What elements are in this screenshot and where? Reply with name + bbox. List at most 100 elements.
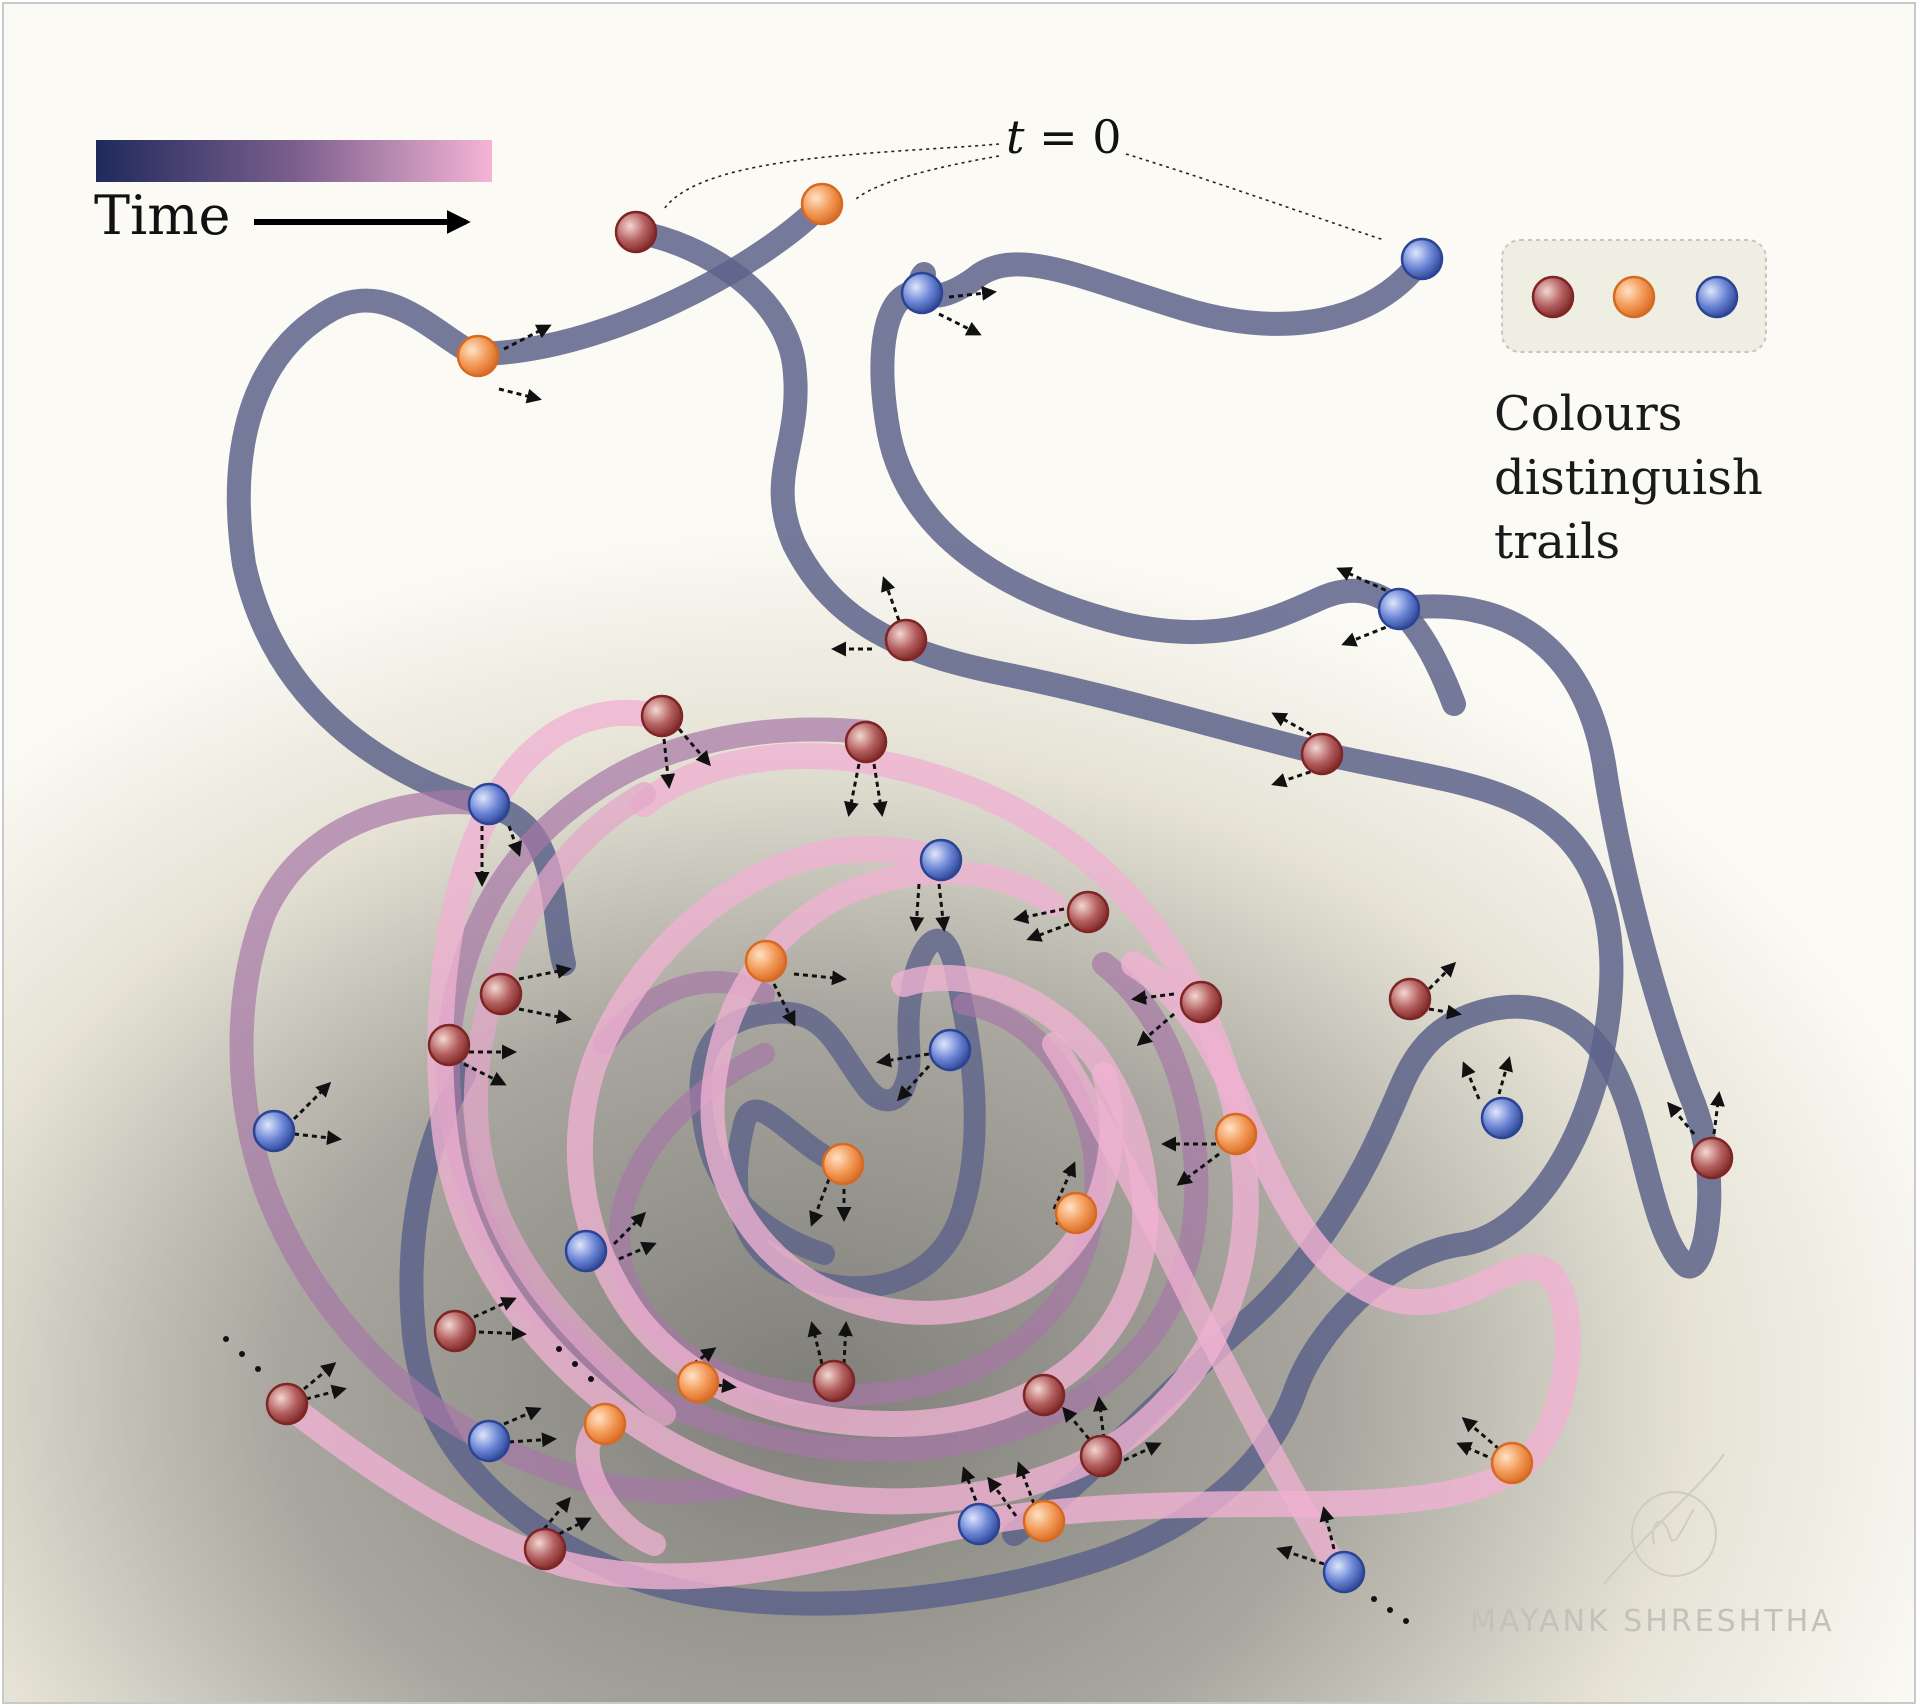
velocity-arrow: [896, 1064, 931, 1102]
t0-value: 0: [1092, 110, 1122, 164]
particle-dot: [1490, 1441, 1534, 1485]
legend-line-3: trails: [1494, 514, 1621, 570]
particle-dot: [928, 1028, 972, 1072]
velocity-arrow: [1026, 922, 1070, 942]
t0-label: t = 0: [1006, 110, 1122, 164]
particle-dot: [1179, 980, 1223, 1024]
velocity-arrow: [1016, 1461, 1036, 1505]
velocity-arrow: [558, 1517, 592, 1536]
velocity-arrow: [507, 825, 523, 857]
trails: [226, 192, 1722, 1616]
time-colorbar: [96, 140, 492, 182]
velocity-arrow: [1013, 907, 1065, 924]
velocity-arrow: [1461, 1061, 1481, 1100]
particle-dot: [957, 1502, 1001, 1546]
velocity-arrow: [508, 1432, 557, 1448]
particle-dot: [821, 1142, 865, 1186]
velocity-arrow: [498, 387, 542, 404]
particle-dot: [1377, 587, 1421, 631]
velocity-arrow: [1115, 1442, 1162, 1466]
legend-line-1: Colours: [1494, 386, 1683, 442]
particle-dot: [479, 972, 523, 1016]
particle-dot: [265, 1382, 309, 1426]
velocity-arrow: [837, 1321, 853, 1365]
legend-caption: Colours distinguish trails: [1494, 382, 1824, 574]
particle-dot: [640, 694, 684, 738]
t0-leaders: [663, 143, 1385, 241]
particle-dot: [1214, 1112, 1258, 1156]
velocity-arrow: [305, 1384, 347, 1401]
particle-dot: [800, 182, 844, 226]
velocity-arrow: [935, 883, 951, 932]
velocity-arrow: [478, 1325, 527, 1341]
particle-dot: [252, 1109, 296, 1153]
velocity-arrow: [807, 1321, 824, 1365]
particle-dot: [427, 1023, 471, 1067]
velocity-arrow: [948, 285, 997, 301]
velocity-arrow: [463, 1062, 507, 1086]
signature-mark: [1603, 1453, 1725, 1585]
particle-dot: [900, 271, 944, 315]
particle-dot: [467, 782, 511, 826]
velocity-arrow: [503, 1406, 542, 1426]
t0-variable: t: [1006, 110, 1025, 164]
velocity-arrow: [1336, 567, 1395, 596]
particle-dot: [919, 838, 963, 882]
particle-dot: [1079, 1434, 1123, 1478]
velocity-arrow: [618, 1241, 657, 1261]
t0-leader-orange: [855, 155, 1000, 200]
trail-pink-inner: [700, 860, 1124, 1325]
t0-leader-blue: [1125, 153, 1385, 241]
particle-dot: [564, 1229, 608, 1273]
legend-red-dot: [1531, 275, 1575, 319]
particle-dot: [433, 1309, 477, 1353]
particle-dot: [1054, 1191, 1098, 1235]
particle-dot: [583, 1402, 627, 1446]
velocity-arrow: [1093, 1396, 1108, 1440]
velocity-arrow: [660, 738, 676, 789]
particle-dot: [1066, 890, 1110, 934]
velocity-arrow: [685, 1347, 717, 1371]
particle-dot: [884, 618, 928, 662]
particle-dot: [456, 334, 500, 378]
velocity-arrow: [473, 1297, 517, 1319]
velocity-arrow: [1710, 1091, 1725, 1135]
trail-blue-right: [1002, 594, 1722, 1546]
particle-dot: [1322, 1550, 1366, 1594]
trail-pink-outer: [427, 699, 1259, 1515]
particle-dot: [1022, 1499, 1066, 1543]
trail-ellipsis: [223, 1336, 1409, 1624]
particle-dot: [1022, 1373, 1066, 1417]
velocity-arrow: [1319, 1506, 1336, 1550]
legend-line-2: distinguish: [1494, 450, 1763, 506]
velocity-arrow: [1427, 961, 1457, 991]
legend-blue-dot: [1695, 275, 1739, 319]
particle-dot: [1400, 237, 1444, 281]
velocity-arrow: [1136, 1012, 1175, 1046]
velocity-arrow: [1276, 1545, 1325, 1566]
particle-dot: [523, 1527, 567, 1571]
velocity-arrow: [1062, 1406, 1091, 1440]
velocity-arrow: [542, 1496, 571, 1530]
trail-pink-left: [463, 782, 676, 1426]
particle-dot: [1480, 1096, 1524, 1140]
velocity-arrow: [809, 1178, 831, 1227]
velocity-arrow: [1461, 1417, 1500, 1451]
velocity-arrows: [292, 285, 1725, 1566]
particle-dot: [744, 939, 788, 983]
particle-dot: [614, 210, 658, 254]
particle-dot: [676, 1360, 720, 1404]
t0-equals: =: [1039, 110, 1078, 164]
velocity-arrow: [938, 312, 982, 336]
velocity-arrow: [1667, 1101, 1696, 1135]
legend-orange-dot: [1612, 275, 1656, 319]
velocity-arrow: [1131, 990, 1175, 1005]
particle-dot: [1690, 1136, 1734, 1180]
velocity-arrow: [612, 1211, 647, 1246]
signature-name: MAYANK SHRESHTHA: [1470, 1604, 1835, 1639]
velocity-arrow: [987, 1476, 1018, 1517]
velocity-arrow: [1271, 767, 1320, 788]
trail-diagram: [4, 4, 1914, 1702]
velocity-arrow: [677, 728, 711, 767]
